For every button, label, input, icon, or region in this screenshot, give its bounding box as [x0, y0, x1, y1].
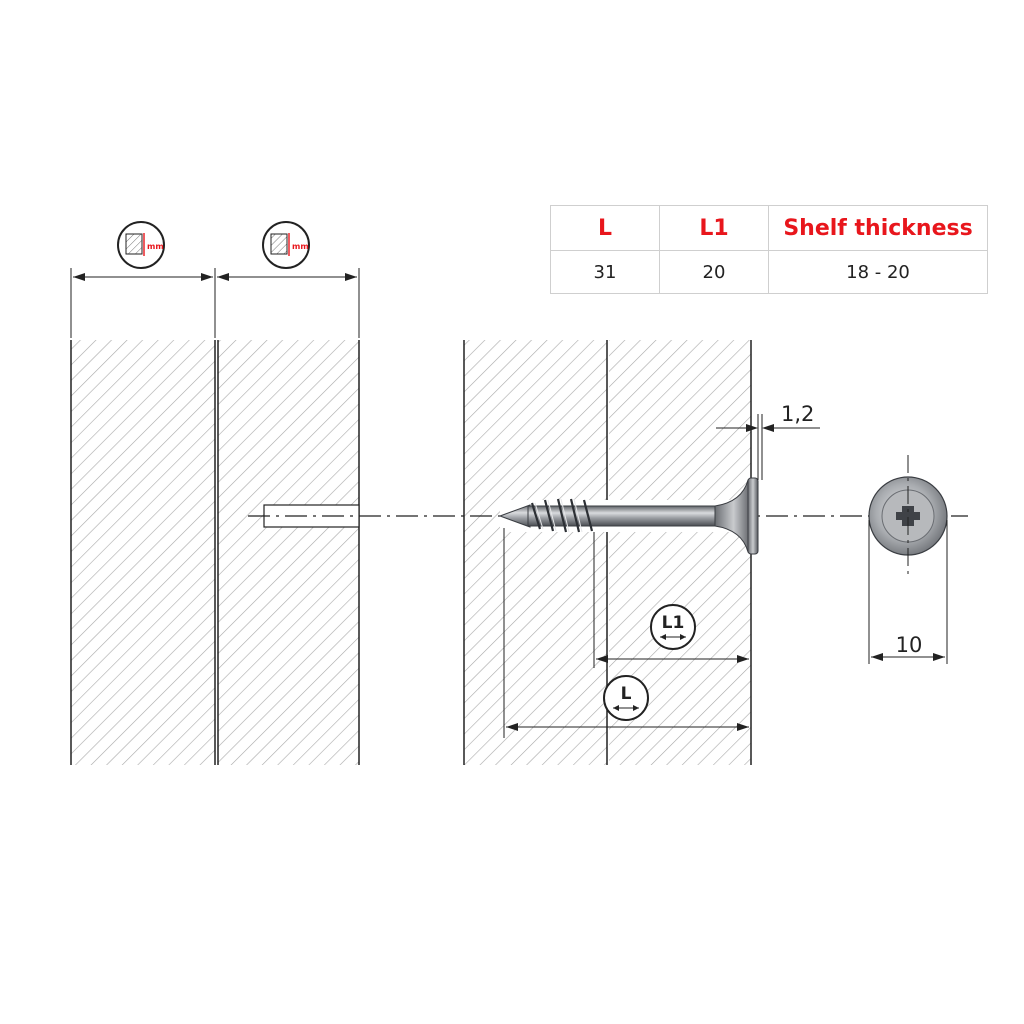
dim-head-thickness: 1,2 [716, 402, 820, 480]
left-panels [70, 268, 360, 765]
head-diameter-value: 10 [896, 633, 923, 657]
dim-l: L [503, 528, 749, 738]
header-shelf-thickness: Shelf thickness [768, 205, 988, 251]
screw-head-cross-icon [868, 455, 948, 578]
cell-l1-value: 20 [659, 250, 769, 294]
header-l: L [550, 205, 660, 251]
screw-icon [498, 477, 759, 555]
mounted-panel-1 [464, 340, 607, 765]
left-panel-2 [218, 340, 359, 765]
spec-table-header-row: L L1 Shelf thickness [550, 205, 988, 251]
spec-table-row: 31 20 18 - 20 [550, 250, 988, 294]
wood-thickness-symbol-icon: mm [117, 221, 165, 269]
cell-shelf-thickness-value: 18 - 20 [768, 250, 988, 294]
head-thickness-value: 1,2 [781, 402, 814, 426]
dim-l1: L1 [593, 532, 749, 668]
l1-symbol-label: L1 [662, 613, 685, 633]
left-panel-1 [71, 340, 215, 765]
header-l1: L1 [659, 205, 769, 251]
wood-symbol-unit: mm [147, 242, 164, 251]
wood-symbol-unit: mm [292, 242, 309, 251]
spec-table: L L1 Shelf thickness 31 20 18 - 20 [550, 205, 988, 294]
wood-thickness-symbol-icon: mm [262, 221, 310, 269]
l-symbol-label: L [621, 684, 632, 704]
cell-l-value: 31 [550, 250, 660, 294]
dim-head-diameter: 10 [868, 520, 948, 664]
